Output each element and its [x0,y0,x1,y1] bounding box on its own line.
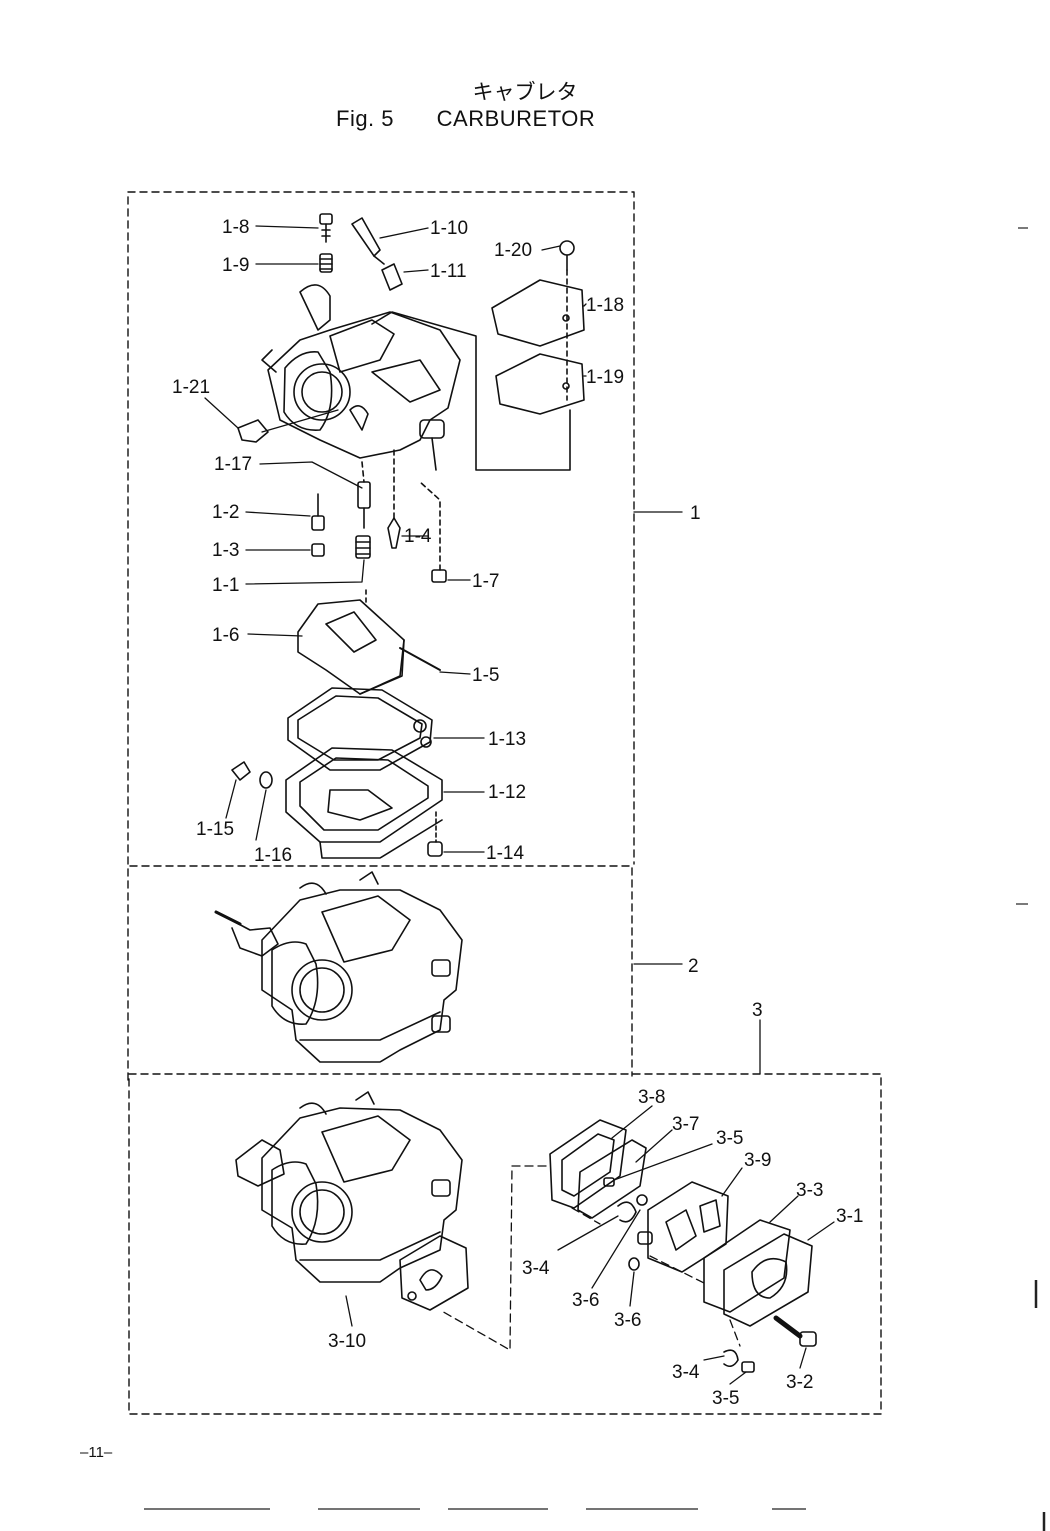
valve-3-4-lower [723,1349,739,1368]
part-label: 1-9 [222,255,249,276]
part-label: 3-7 [672,1114,699,1135]
part-label: 1-19 [586,367,624,388]
part-label: 1-21 [172,377,210,398]
part-label: 3-9 [744,1150,771,1171]
ring-3-6-lower [628,1257,640,1271]
page-number: –11– [80,1444,113,1461]
part-label: 3-6 [572,1290,599,1311]
gasket-1-19 [495,353,585,415]
part-label: 3-1 [836,1206,863,1227]
screw-3-5 [603,1177,615,1187]
part-label: 3-5 [716,1128,743,1149]
part-spring-1-1 [355,535,371,559]
carburetor-body-1 [261,284,461,471]
part-screw-1-7 [419,481,447,583]
part-label: 1-1 [212,575,239,596]
part-needle-1-4 [387,517,401,549]
float-bowl-1-12 [285,747,443,859]
part-screw-1-8 [319,213,333,243]
screw-3-5-lower [741,1361,755,1373]
pump-cover-3-9-mounted [399,1235,469,1311]
axis-line-1-17 [361,461,365,483]
part-spring-1-3 [311,543,325,557]
part-label: 3-2 [786,1372,813,1393]
leader-lines-group-1 [204,225,683,853]
part-label: 3-6 [614,1310,641,1331]
part-label: 1-3 [212,540,239,561]
gasket-3-8-inner [561,1133,615,1197]
part-label: 1-15 [196,819,234,840]
gasket-1-19-hole [562,382,570,390]
group-label-3: 3 [752,1000,763,1021]
group-2-box [127,865,633,1081]
group-label-2: 2 [688,956,699,977]
valve-3-6 [617,1201,637,1223]
group-label-1: 1 [690,503,701,524]
part-label: 3-8 [638,1087,665,1108]
part-label: 1-11 [430,261,467,282]
title-japanese: キャブレタ [472,80,578,104]
screw-1-15 [231,761,251,781]
figure-title: Fig. 5 CARBURETOR [336,106,595,132]
part-label: 3-5 [712,1388,739,1409]
part-label: 1-14 [486,843,524,864]
cover-3-1 [723,1233,813,1327]
connection-lines-group-3 [439,1165,741,1351]
part-label: 3-10 [328,1331,366,1352]
washer-1-16 [259,771,273,789]
figure-title-text: CARBURETOR [436,106,596,131]
figure-number: Fig. 5 [336,106,395,131]
part-screw-1-2 [311,493,325,531]
scan-artifacts [144,227,1046,1531]
plate-1-18 [491,279,585,347]
part-label: 1-5 [472,665,499,686]
gasket-3-8 [549,1119,627,1209]
part-label: 1-7 [472,571,499,592]
part-label: 1-12 [488,782,526,803]
carburetor-assembly-2 [214,871,463,1063]
valve-3-6-ring [636,1194,648,1206]
part-screw-1-20 [559,240,575,271]
diaphragm-3-7 [577,1139,647,1219]
part-label: 1-2 [212,502,239,523]
pump-body-3-9 [637,1181,729,1273]
leader-lines-group-3 [345,1105,835,1385]
part-jet-1-17 [357,481,371,529]
part-label: 1-16 [254,845,292,866]
gasket-3-3 [703,1219,791,1313]
part-label: 1-6 [212,625,239,646]
bolt-3-2 [773,1315,817,1347]
part-label: 1-18 [586,295,624,316]
pin-1-5 [399,647,441,671]
part-label: 1-4 [404,526,432,547]
cover-3-1-inner [751,1257,788,1299]
part-label: 3-4 [672,1362,700,1383]
part-label: 3-3 [796,1180,823,1201]
leader-bracket-1-18 [371,311,571,471]
choke-lever [237,419,269,443]
part-needle-1-10 [351,217,385,265]
screw-1-14 [427,811,443,857]
plate-1-18-hole [562,314,570,322]
carburetor-assembly-3 [235,1091,463,1283]
group-1-box [127,191,635,865]
part-label: 1-13 [488,729,526,750]
group-3-box [128,1073,882,1415]
part-label: 1-17 [214,454,252,475]
gasket-1-13 [287,687,433,771]
float-1-6 [297,599,405,695]
part-label: 1-20 [494,240,532,261]
part-label: 1-10 [430,218,468,239]
part-spring-1-11 [381,263,403,291]
part-spring-1-9 [319,253,333,273]
part-label: 1-8 [222,217,249,238]
part-label: 3-4 [522,1258,550,1279]
